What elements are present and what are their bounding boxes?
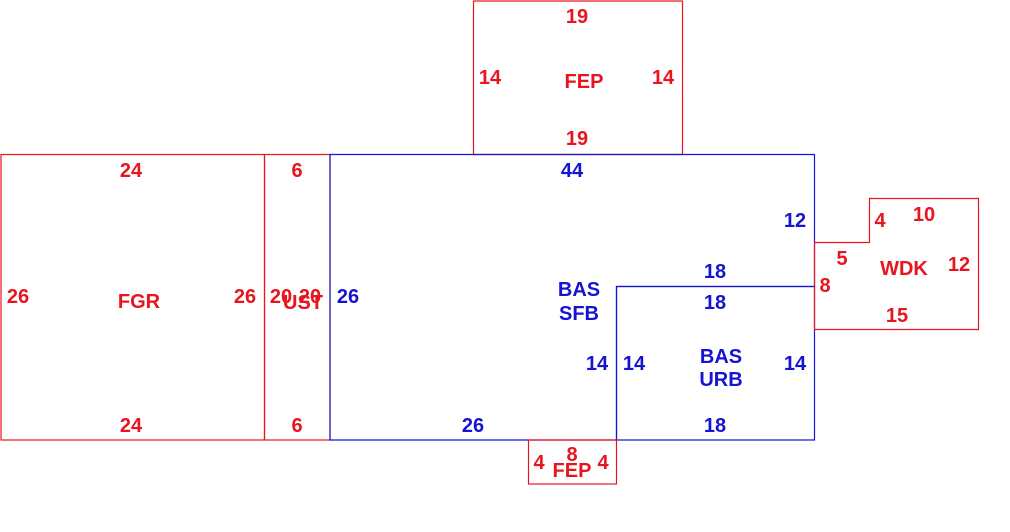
area-bas-urb: BAS URB 18 18 14 14 (615, 285, 816, 441)
ust-dim-bottom: 6 (291, 415, 302, 437)
bas-sfb-code-1: BAS (558, 279, 600, 301)
fep-top-dim-left: 14 (479, 67, 502, 89)
fgr-dim-left: 26 (7, 286, 29, 308)
bas-sfb-dim-inner-left: 14 (586, 353, 609, 375)
fep-top-code: FEP (565, 71, 604, 93)
fep-bottom-outline (527, 439, 618, 485)
ust-dim-top: 6 (291, 160, 302, 182)
bas-urb-dim-right: 14 (784, 353, 807, 375)
fep-bottom-dim-left: 4 (533, 452, 545, 474)
bas-sfb-dim-right-upper: 12 (784, 210, 806, 232)
area-ust: UST 6 6 20 20 (263, 153, 331, 441)
wdk-outline (813, 197, 980, 331)
bas-sfb-dim-top: 44 (561, 160, 584, 182)
fgr-code: FGR (118, 291, 161, 313)
wdk-code: WDK (880, 258, 928, 280)
fgr-dim-right: 26 (234, 286, 256, 308)
fgr-dim-top: 24 (120, 160, 143, 182)
area-fep-bottom: FEP 8 4 4 (527, 439, 618, 485)
wdk-dim-right: 12 (948, 254, 970, 276)
bas-sfb-dim-left: 26 (337, 286, 359, 308)
fep-bottom-dim-right: 4 (597, 452, 609, 474)
fep-bottom-code: FEP (553, 460, 592, 482)
bas-sfb-dim-inner-top: 18 (704, 261, 726, 283)
fep-top-dim-right: 14 (652, 67, 675, 89)
wdk-dim-step-h: 5 (836, 248, 847, 270)
wdk-dim-left: 8 (819, 275, 830, 297)
wdk-dim-bottom: 15 (886, 305, 908, 327)
ust-dim-right: 20 (299, 286, 321, 308)
area-fgr: FGR 24 24 26 26 (0, 153, 266, 441)
ust-dim-left: 20 (270, 286, 292, 308)
bas-urb-code-2: URB (699, 369, 742, 391)
bas-sfb-code-2: SFB (559, 303, 599, 325)
bas-urb-dim-left: 14 (623, 353, 646, 375)
ust-code: UST (283, 292, 323, 314)
fep-top-dim-top: 19 (566, 6, 588, 28)
area-bas-sfb: BAS SFB 44 26 12 26 18 14 (329, 153, 816, 441)
area-wdk: WDK 10 4 5 8 12 15 (813, 197, 980, 331)
bas-urb-dim-bottom: 18 (704, 415, 726, 437)
area-fep-top: FEP 19 19 14 14 (472, 0, 684, 156)
bas-urb-code-1: BAS (700, 346, 742, 368)
fep-top-dim-bottom: 19 (566, 128, 588, 150)
wdk-dim-top: 10 (913, 204, 935, 226)
fep-bottom-dim-top: 8 (566, 444, 577, 466)
fgr-dim-bottom: 24 (120, 415, 143, 437)
bas-urb-dim-top: 18 (704, 292, 726, 314)
wdk-dim-step-v: 4 (874, 210, 886, 232)
bas-sfb-dim-bottom: 26 (462, 415, 484, 437)
bas-urb-outline (615, 285, 816, 441)
